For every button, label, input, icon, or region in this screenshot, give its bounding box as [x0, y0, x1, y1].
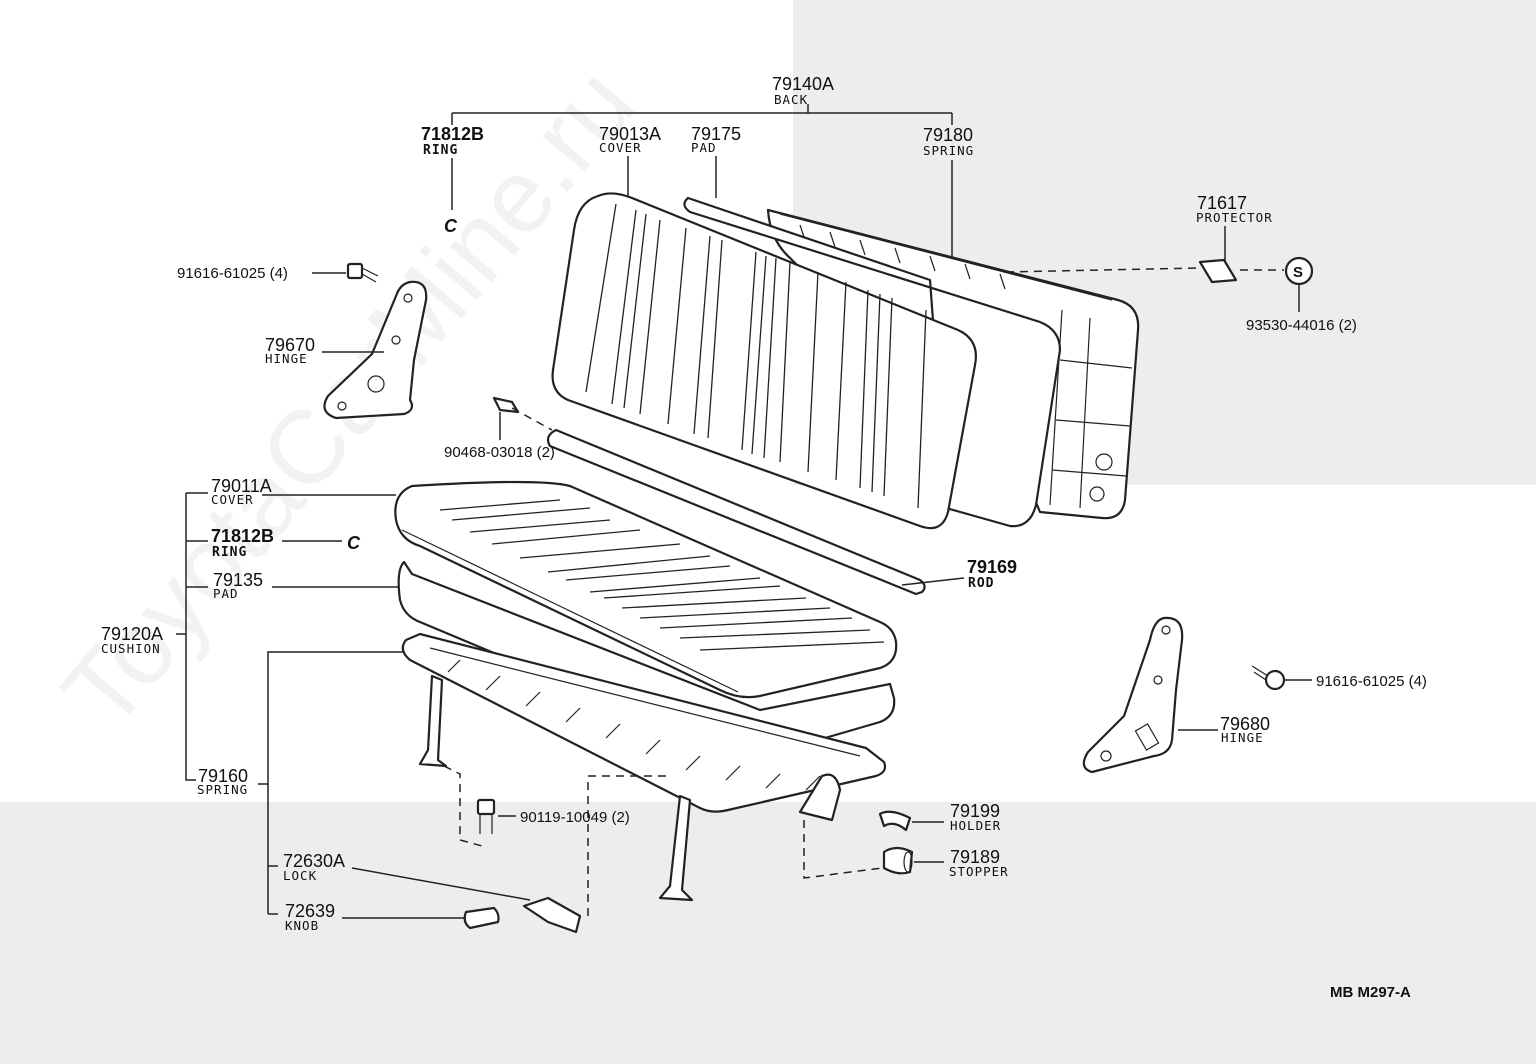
pad-cushion-number: 79135	[213, 570, 263, 590]
hinge-right-name: HINGE	[1221, 730, 1264, 745]
knob-name: KNOB	[285, 918, 319, 933]
spring-cushion-number: 79160	[198, 766, 248, 786]
spring-back-number: 79180	[923, 125, 973, 145]
cover-cushion-name: COVER	[211, 492, 254, 507]
hinge-left-number: 79670	[265, 335, 315, 355]
nut-right-number: 93530-44016 (2)	[1246, 317, 1357, 334]
ring-mid-number: 71812B	[211, 526, 274, 546]
cushion-name: CUSHION	[101, 641, 161, 656]
stopper-part	[882, 846, 914, 875]
lock-number: 72630A	[283, 851, 345, 871]
pad-cushion-name: PAD	[213, 586, 239, 601]
spring-back-name: SPRING	[923, 143, 974, 158]
back-pad	[683, 196, 1062, 528]
ring-top-name: RING	[423, 143, 458, 158]
leader-lines	[176, 104, 1312, 919]
pin-number: 90468-03018 (2)	[444, 444, 555, 461]
bolt-right-number: 91616-61025 (4)	[1316, 673, 1427, 690]
cover-cushion-number: 79011A	[211, 476, 272, 496]
bolt-left-number: 91616-61025 (4)	[177, 265, 288, 282]
pad-back-name: PAD	[691, 140, 717, 155]
diagram-code: MB M297-A	[1330, 984, 1411, 1001]
left-bolt-part	[346, 262, 379, 283]
holder-name: HOLDER	[950, 818, 1001, 833]
pad-back-number: 79175	[691, 124, 741, 144]
spring-cushion-name: SPRING	[197, 782, 248, 797]
bolt-lower-number: 90119-10049 (2)	[520, 809, 630, 826]
cover-back-name: COVER	[599, 140, 642, 155]
ring-mid-name: RING	[212, 545, 247, 560]
hinge-left-name: HINGE	[265, 351, 308, 366]
protector-part	[1198, 258, 1238, 284]
ring-top-glyph: C	[444, 216, 458, 236]
rod-name: ROD	[968, 576, 994, 591]
nut-glyph: S	[1293, 264, 1303, 281]
back-name: BACK	[774, 92, 808, 107]
back-number: 79140A	[772, 74, 834, 94]
stopper-number: 79189	[950, 847, 1000, 867]
back-cover	[551, 192, 977, 530]
ring-mid-glyph: C	[347, 533, 361, 553]
lock-name: LOCK	[283, 868, 317, 883]
lower-bolt-part	[476, 798, 496, 834]
background-panel-bottom	[0, 802, 1536, 1064]
right-hinge-part	[1082, 616, 1184, 774]
holder-part	[878, 810, 912, 832]
knob-number: 72639	[285, 901, 335, 921]
cushion-spring-frame	[401, 632, 887, 902]
stopper-name: STOPPER	[949, 864, 1009, 879]
cover-back-number: 79013A	[599, 124, 661, 144]
protector-number: 71617	[1197, 193, 1247, 213]
left-hinge-part	[323, 280, 428, 420]
hinge-right-number: 79680	[1220, 714, 1270, 734]
rod-number: 79169	[967, 557, 1017, 577]
nut-part: S	[1284, 256, 1314, 286]
labels: 79140A BACK 71812B RING 79013A COVER 791…	[101, 74, 1427, 1001]
cushion-number: 79120A	[101, 624, 163, 644]
protector-name: PROTECTOR	[1196, 210, 1273, 225]
cushion-cover	[394, 480, 898, 699]
ring-top-number: 71812B	[421, 124, 484, 144]
holder-number: 79199	[950, 801, 1000, 821]
lock-part	[522, 896, 582, 934]
